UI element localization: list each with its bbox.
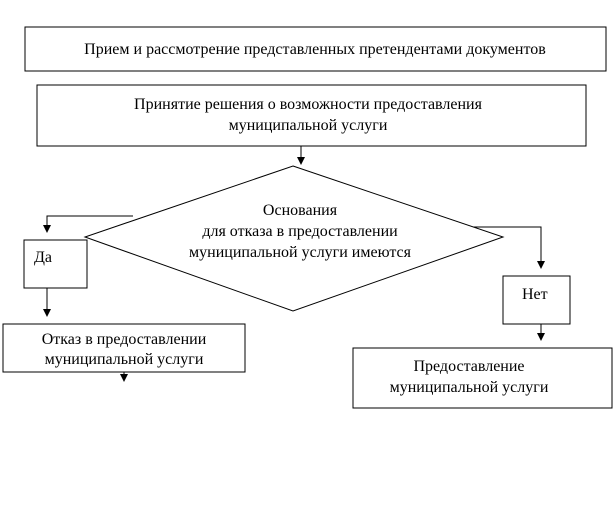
refusal-box: Отказ в предоставлении муниципальной усл… bbox=[2, 323, 246, 373]
decision-text-line2: муниципальной услуги bbox=[229, 117, 388, 134]
no-box: Нет bbox=[502, 275, 571, 325]
refusal-text-line2: муниципальной услуги bbox=[45, 351, 204, 368]
connector-diamond-to-no bbox=[473, 226, 545, 269]
diamond-text-line2: для отказа в предоставлении bbox=[202, 223, 398, 240]
receive-documents-text: Прием и рассмотрение представленных прет… bbox=[84, 41, 546, 58]
connector-diamond-to-yes bbox=[43, 215, 133, 233]
receive-documents-box: Прием и рассмотрение представленных прет… bbox=[24, 26, 607, 72]
diamond-text-line3: муниципальной услуги имеются bbox=[189, 244, 412, 261]
refusal-grounds-diamond: Основания для отказа в предоставлении му… bbox=[83, 165, 505, 312]
yes-box: Да bbox=[23, 239, 88, 289]
yes-label: Да bbox=[34, 249, 52, 266]
no-label: Нет bbox=[522, 286, 548, 303]
decision-box: Принятие решения о возможности предостав… bbox=[36, 84, 587, 147]
provision-text-line1: Предоставление bbox=[413, 358, 524, 375]
refusal-text-line1: Отказ в предоставлении bbox=[42, 331, 207, 348]
provision-box: Предоставление муниципальной услуги bbox=[352, 347, 613, 409]
diamond-text-line1: Основания bbox=[263, 202, 338, 219]
provision-text-line2: муниципальной услуги bbox=[390, 379, 549, 396]
decision-text-line1: Принятие решения о возможности предостав… bbox=[134, 96, 483, 113]
